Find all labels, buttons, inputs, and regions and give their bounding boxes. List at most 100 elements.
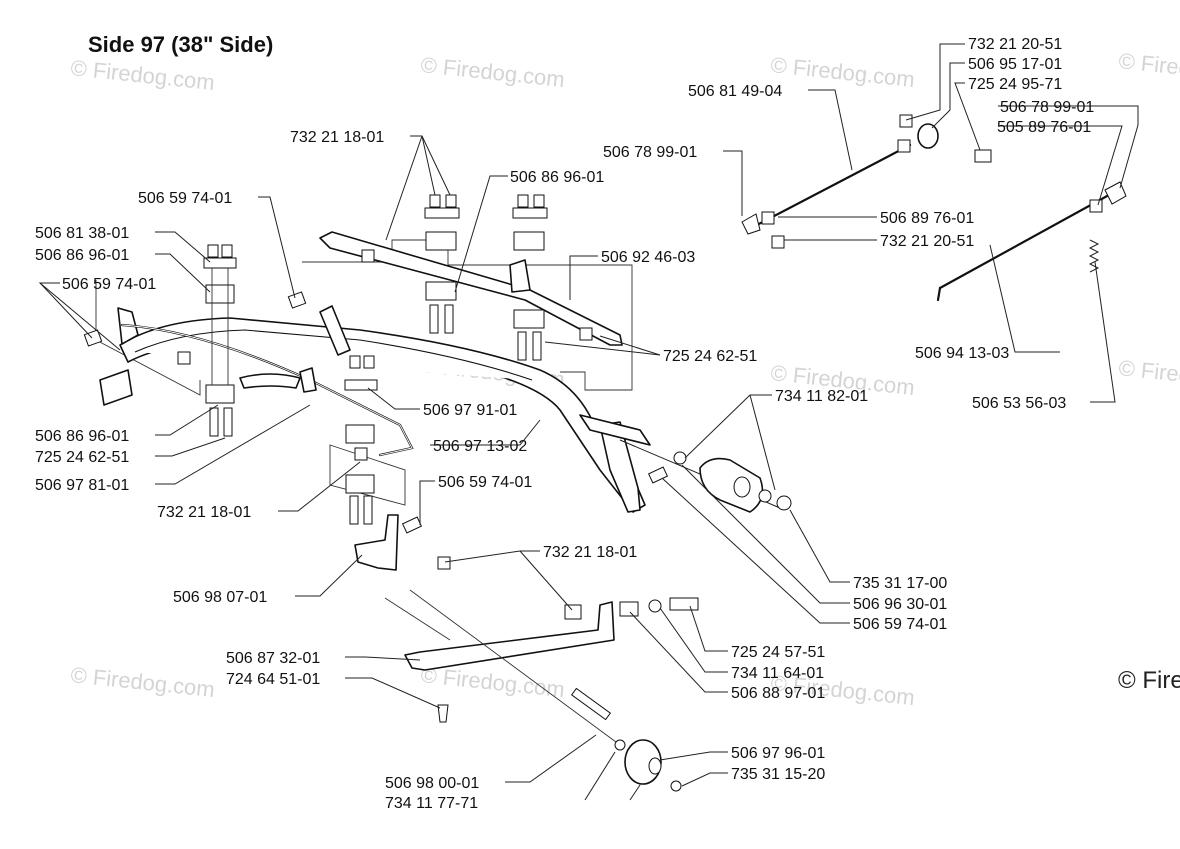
assembly-guide bbox=[329, 444, 406, 506]
nut bbox=[579, 327, 593, 341]
nut bbox=[771, 235, 785, 249]
part-label: 506 78 99-01 bbox=[1000, 99, 1094, 116]
part-label: 724 64 51-01 bbox=[226, 671, 320, 688]
part-label: 506 81 49-04 bbox=[688, 83, 782, 100]
watermark-corner: © Fire bbox=[1118, 667, 1180, 694]
bolt bbox=[429, 304, 439, 334]
bushing bbox=[619, 601, 639, 617]
part-label: 732 21 20-51 bbox=[880, 233, 974, 250]
clamp-stack-lower bbox=[344, 355, 378, 525]
page-title: Side 97 (38" Side) bbox=[88, 32, 273, 57]
frame-shoe bbox=[239, 373, 301, 389]
washer bbox=[673, 451, 687, 465]
nut bbox=[207, 244, 219, 258]
bolt bbox=[669, 597, 699, 611]
part-labels: 732 21 20-51 506 95 17-01 725 24 95-71 5… bbox=[35, 36, 1094, 812]
part-label: 506 59 74-01 bbox=[138, 190, 232, 207]
part-label: 732 21 18-01 bbox=[290, 129, 384, 146]
part-label: 506 59 74-01 bbox=[62, 276, 156, 293]
clamp-plate bbox=[344, 379, 378, 391]
assembly-guide bbox=[384, 597, 451, 641]
clamp-stack-center bbox=[424, 194, 460, 334]
axle-bolt bbox=[570, 687, 612, 721]
clamp-stack-right bbox=[512, 194, 548, 361]
leader-lines bbox=[38, 43, 1139, 801]
part-label: 725 24 62-51 bbox=[35, 449, 129, 466]
clamp-block bbox=[425, 231, 457, 251]
washer bbox=[614, 739, 626, 751]
spring-washer bbox=[776, 495, 792, 511]
part-label: 506 86 96-01 bbox=[35, 428, 129, 445]
part-label: 725 24 57-51 bbox=[731, 644, 825, 661]
clamp-block bbox=[425, 281, 457, 301]
upper-link-tab bbox=[509, 259, 531, 293]
part-label: 732 21 20-51 bbox=[968, 36, 1062, 53]
nut bbox=[361, 249, 375, 263]
nut bbox=[1089, 199, 1103, 213]
bolt bbox=[517, 331, 527, 361]
gauge-wheel-arm bbox=[404, 601, 615, 671]
watermark: © Firedog.com bbox=[1117, 355, 1180, 395]
ball-joint bbox=[741, 213, 761, 235]
assembly-guide bbox=[95, 280, 201, 396]
part-label: 506 98 07-01 bbox=[173, 589, 267, 606]
exploded-view-drawing bbox=[83, 114, 1127, 792]
clamp-plate bbox=[424, 207, 460, 219]
clamp-block bbox=[345, 424, 375, 444]
washer bbox=[670, 780, 682, 792]
nut bbox=[445, 194, 457, 208]
clamp-block bbox=[513, 309, 545, 329]
nut bbox=[354, 447, 368, 461]
part-label: 734 11 77-71 bbox=[385, 795, 478, 812]
nut bbox=[177, 351, 191, 365]
nut bbox=[533, 194, 545, 208]
bolt bbox=[349, 495, 359, 525]
part-label: 735 31 15-20 bbox=[731, 766, 825, 783]
washer bbox=[648, 599, 662, 613]
nut bbox=[761, 211, 775, 225]
part-label: 732 21 18-01 bbox=[157, 504, 251, 521]
part-label: 506 94 13-03 bbox=[915, 345, 1009, 362]
part-label: 506 86 96-01 bbox=[510, 169, 604, 186]
link-plate bbox=[319, 305, 351, 356]
clamp-block bbox=[205, 284, 235, 304]
watermark: © Firedog.com bbox=[1117, 48, 1180, 88]
part-label: 506 97 81-01 bbox=[35, 477, 129, 494]
part-label: 506 96 30-01 bbox=[853, 596, 947, 613]
part-label: 734 11 64-01 bbox=[731, 665, 824, 682]
part-label: 506 86 96-01 bbox=[35, 247, 129, 264]
part-label: 506 92 46-03 bbox=[601, 249, 695, 266]
wheel-hub bbox=[648, 757, 662, 775]
part-label: 506 81 38-01 bbox=[35, 225, 129, 242]
nut bbox=[429, 194, 441, 208]
clamp-block bbox=[513, 231, 545, 251]
part-label: 735 31 17-00 bbox=[853, 575, 947, 592]
watermark: © Firedog.com bbox=[769, 52, 915, 92]
bolt bbox=[209, 407, 219, 437]
part-label: 506 89 76-01 bbox=[880, 210, 974, 227]
part-label: 506 59 74-01 bbox=[853, 616, 947, 633]
part-label: 506 88 97-01 bbox=[731, 685, 825, 702]
nut bbox=[437, 556, 451, 570]
bolt bbox=[444, 304, 454, 334]
rod-bracket bbox=[299, 367, 317, 393]
watermark: © Firedog.com bbox=[69, 662, 215, 702]
nut bbox=[899, 114, 913, 128]
nut bbox=[564, 604, 582, 620]
front-crossbar bbox=[579, 414, 651, 446]
clamp-block bbox=[205, 384, 235, 404]
bolt-head bbox=[287, 291, 307, 309]
part-label: 506 95 17-01 bbox=[968, 56, 1062, 73]
part-label: 506 87 32-01 bbox=[226, 650, 320, 667]
nut bbox=[349, 355, 361, 369]
bolt bbox=[363, 495, 373, 525]
control-rod bbox=[938, 188, 1120, 290]
frame-end-plate bbox=[99, 369, 133, 406]
bolt bbox=[647, 466, 669, 484]
main-frame-edge bbox=[134, 329, 533, 381]
part-label: 506 97 96-01 bbox=[731, 745, 825, 762]
bolt bbox=[223, 407, 233, 437]
bolt bbox=[401, 516, 423, 534]
part-label: 725 24 62-51 bbox=[663, 348, 757, 365]
